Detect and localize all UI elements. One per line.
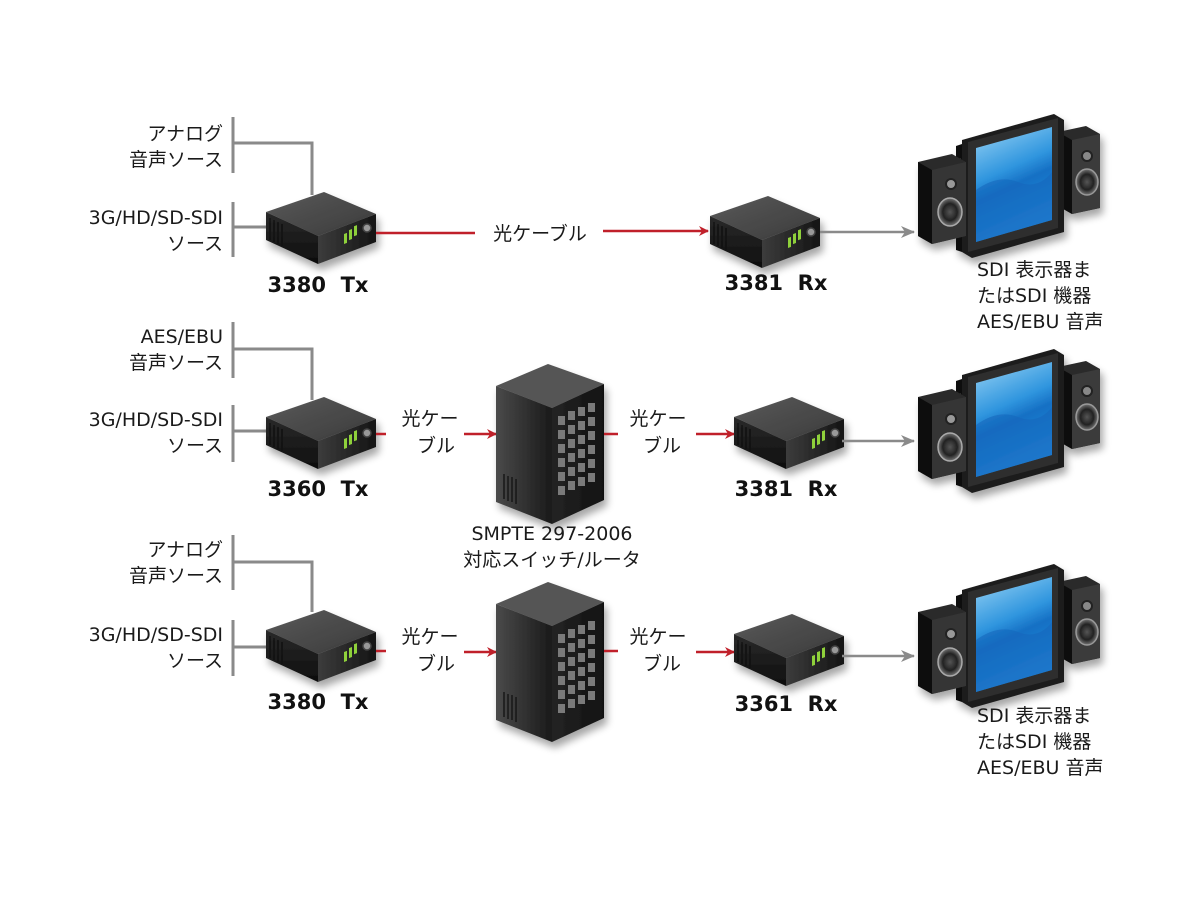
row-1: アナログ 音声ソース 3G/HD/SD-SDI ソース 3380 Tx 光ケーブ… bbox=[89, 113, 1103, 333]
row1-video-source-line1: 3G/HD/SD-SDI bbox=[89, 207, 223, 229]
row3-audio-line bbox=[233, 560, 314, 612]
row1-audio-source-line1: アナログ bbox=[147, 123, 223, 145]
row3-display-label-line1: SDI 表示器ま bbox=[977, 705, 1091, 727]
row2-cable-in-line2: ブル bbox=[417, 434, 455, 457]
row3-router-tower-icon bbox=[495, 581, 605, 743]
row1-monitor-with-speakers-icon bbox=[917, 113, 1101, 259]
row1-tx-model: 3380 Tx bbox=[268, 273, 369, 297]
row3-video-source-line1: 3G/HD/SD-SDI bbox=[89, 624, 223, 646]
row3-cable-in-line2: ブル bbox=[417, 652, 455, 675]
row2-receiver-box-icon bbox=[733, 396, 845, 470]
row3-audio-source-line2: 音声ソース bbox=[129, 565, 223, 587]
row2-switch-label-line2: 対応スイッチ/ルータ bbox=[463, 549, 640, 571]
row1-display-label-line2: たはSDI 機器 bbox=[977, 285, 1091, 307]
row2-monitor-with-speakers-icon bbox=[917, 348, 1101, 494]
row2-video-source-line1: 3G/HD/SD-SDI bbox=[89, 409, 223, 431]
row3-rx-model: 3361 Rx bbox=[735, 692, 838, 716]
row3-display-label-line3: AES/EBU 音声 bbox=[977, 757, 1103, 779]
row3-display-label-line2: たはSDI 機器 bbox=[977, 731, 1091, 753]
row2-transmitter-box-icon bbox=[265, 396, 377, 470]
row3-tx-model: 3380 Tx bbox=[268, 690, 369, 714]
row1-audio-source-line2: 音声ソース bbox=[129, 149, 223, 171]
row2-switch-label-line1: SMPTE 297-2006 bbox=[471, 523, 632, 545]
row2-cable-out-line1: 光ケー bbox=[629, 408, 686, 430]
row3-video-source-line2: ソース bbox=[167, 650, 223, 672]
row2-audio-source-line2: 音声ソース bbox=[129, 352, 223, 374]
row1-audio-line bbox=[233, 141, 314, 195]
row3-transmitter-box-icon bbox=[265, 609, 377, 683]
row3-audio-source-line1: アナログ bbox=[147, 539, 223, 561]
row-2: AES/EBU 音声ソース 3G/HD/SD-SDI ソース 3360 Tx 光… bbox=[89, 322, 1101, 571]
row1-video-source-line2: ソース bbox=[167, 233, 223, 255]
row2-router-tower-icon bbox=[495, 363, 605, 525]
row2-tx-model: 3360 Tx bbox=[268, 477, 369, 501]
row2-audio-line bbox=[233, 347, 314, 400]
row1-receiver-box-icon bbox=[709, 195, 821, 269]
row3-receiver-box-icon bbox=[733, 613, 845, 687]
row1-cable-label: 光ケーブル bbox=[493, 222, 587, 245]
row2-cable-out-line2: ブル bbox=[643, 434, 681, 457]
row2-audio-source-line1: AES/EBU bbox=[141, 326, 223, 348]
row3-monitor-with-speakers-icon bbox=[917, 563, 1101, 709]
row3-cable-out-line2: ブル bbox=[643, 652, 681, 675]
row-3: アナログ 音声ソース 3G/HD/SD-SDI ソース 3380 Tx 光ケー … bbox=[89, 535, 1103, 779]
row2-video-source-line2: ソース bbox=[167, 435, 223, 457]
row2-cable-in-line1: 光ケー bbox=[401, 408, 458, 430]
row1-transmitter-box-icon bbox=[265, 191, 377, 265]
row2-rx-model: 3381 Rx bbox=[735, 477, 838, 501]
row1-display-label-line1: SDI 表示器ま bbox=[977, 259, 1091, 281]
row3-cable-in-line1: 光ケー bbox=[401, 626, 458, 648]
row1-display-label-line3: AES/EBU 音声 bbox=[977, 311, 1103, 333]
row3-cable-out-line1: 光ケー bbox=[629, 626, 686, 648]
row1-rx-model: 3381 Rx bbox=[725, 271, 828, 295]
